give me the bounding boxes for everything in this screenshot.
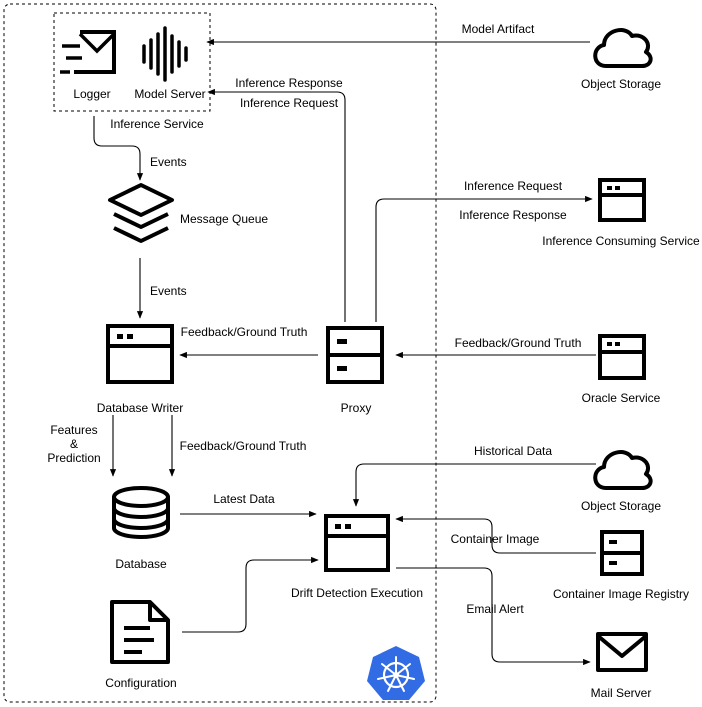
edge-label-features-line2: &: [70, 437, 78, 451]
edge-label-inference-response-right: Inference Response: [459, 208, 567, 222]
layers-icon: [108, 183, 174, 243]
edge-container-image: [395, 515, 596, 554]
window-icon: [598, 334, 646, 380]
node-label-object-storage-bottom: Object Storage: [581, 499, 661, 513]
document-icon: [110, 600, 170, 664]
edge-label-historical-data: Historical Data: [474, 444, 552, 458]
edge-label-feedback-oracle: Feedback/Ground Truth: [455, 336, 582, 350]
edge-events-1: [93, 116, 144, 181]
edge-label-inference-request-left: Inference Request: [240, 96, 339, 110]
window-icon: [324, 514, 390, 572]
server-icon: [326, 326, 384, 384]
node-label-oracle-service: Oracle Service: [582, 391, 661, 405]
edge-label-feedback-proxy: Feedback/Ground Truth: [181, 325, 308, 339]
node-label-object-storage-top: Object Storage: [581, 77, 661, 91]
node-label-database: Database: [115, 557, 167, 571]
node-label-container-registry: Container Image Registry: [553, 587, 689, 601]
edge-email-alert: [396, 567, 591, 666]
edge-label-container-image: Container Image: [451, 532, 540, 546]
node-label-proxy: Proxy: [341, 401, 372, 415]
sound-wave-icon: [142, 26, 188, 82]
node-label-configuration: Configuration: [105, 676, 176, 690]
edge-label-inference-response-left: Inference Response: [235, 76, 343, 90]
edge-label-feedback-db: Feedback/Ground Truth: [180, 439, 307, 453]
kubernetes-icon: [367, 646, 425, 700]
inference-service-group: [53, 12, 211, 112]
edge-label-events-2: Events: [150, 284, 187, 298]
edge-label-email-alert: Email Alert: [466, 602, 524, 616]
edge-inference-response-left: [207, 88, 346, 322]
node-label-message-queue: Message Queue: [180, 212, 268, 226]
edge-label-features-line3: Prediction: [47, 451, 100, 465]
cloud-icon: [593, 28, 653, 68]
database-icon: [112, 486, 170, 539]
server-icon: [600, 530, 644, 576]
edge-label-features-line1: Features: [50, 423, 97, 437]
cloud-icon: [593, 450, 653, 490]
window-icon: [106, 324, 174, 384]
edge-label-latest-data: Latest Data: [213, 492, 275, 506]
edge-historical-data: [352, 463, 596, 507]
node-label-database-writer: Database Writer: [97, 401, 183, 415]
node-label-model-server: Model Server: [134, 87, 205, 101]
edge-label-inference-request-right: Inference Request: [464, 179, 563, 193]
node-label-inference-consumer: Inference Consuming Service: [542, 234, 700, 248]
kubernetes-cluster-boundary: [3, 3, 437, 703]
edge-label-model-artifact: Model Artifact: [462, 22, 535, 36]
mail-fast-icon: [60, 30, 116, 74]
node-label-logger: Logger: [73, 87, 110, 101]
edge-inference-request-right: [375, 195, 593, 322]
node-label-mail-server: Mail Server: [591, 686, 652, 700]
node-label-inference-service: Inference Service: [110, 117, 204, 131]
node-label-drift-detection: Drift Detection Execution: [291, 586, 423, 600]
edge-label-events-1: Events: [150, 155, 187, 169]
mail-icon: [596, 632, 648, 672]
window-icon: [598, 178, 646, 222]
edge-configuration: [182, 556, 319, 633]
